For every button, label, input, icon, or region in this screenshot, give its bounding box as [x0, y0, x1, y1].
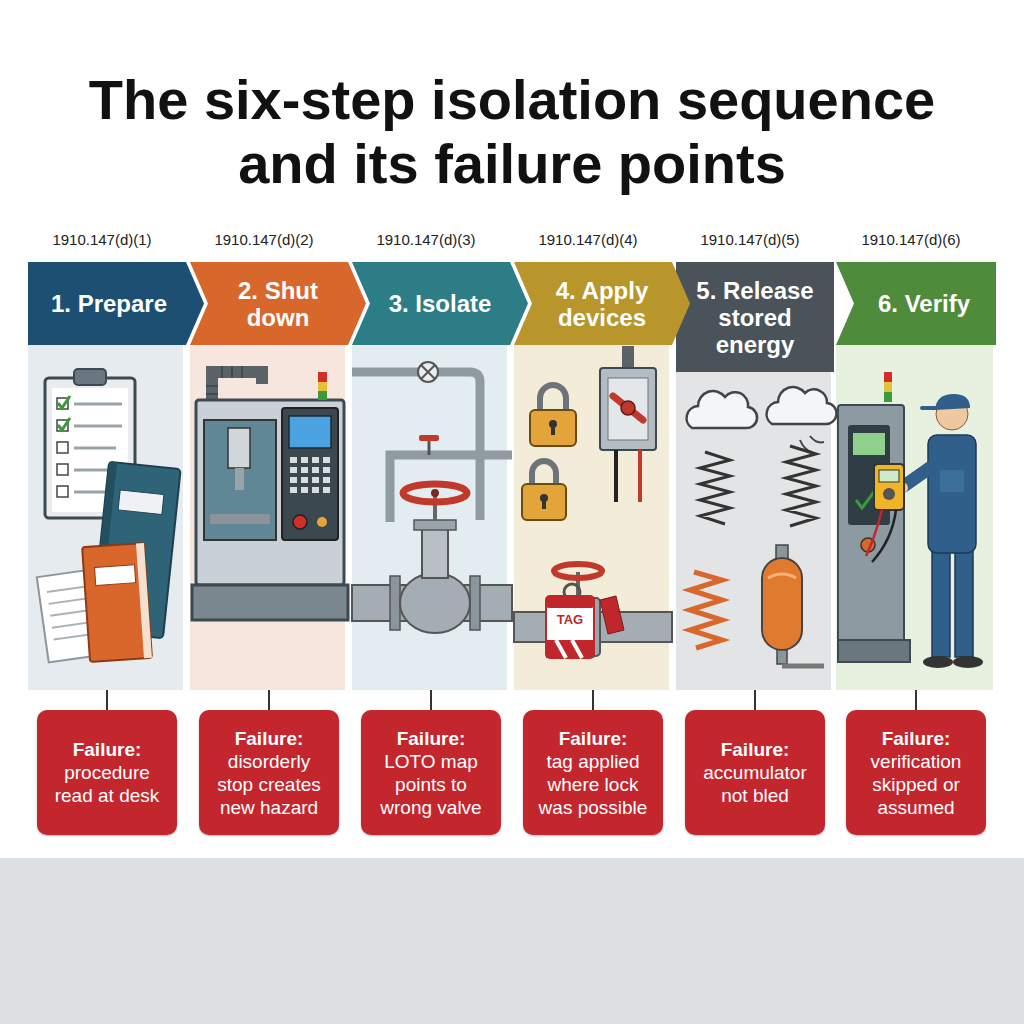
footer-band	[0, 858, 1024, 1024]
tag-label: TAG	[546, 612, 594, 627]
step-header: 4. Apply devices	[514, 262, 690, 345]
title-heading: The six-step isolation sequence and its …	[72, 68, 952, 196]
failure-text: tag applied where lock was possible	[534, 750, 652, 819]
step-column: 1. Prepare1910.147(d)(1)	[28, 262, 186, 690]
failure-text: LOTO map points to wrong valve	[372, 750, 490, 819]
leader-line	[915, 690, 917, 710]
regulation-reference: 1910.147(d)(4)	[504, 231, 672, 249]
step-title: 6. Verify	[878, 290, 970, 317]
failure-heading: Failure:	[73, 738, 142, 761]
leader-line	[430, 690, 432, 710]
step-title: 2. Shut down	[212, 277, 344, 331]
regulation-reference: 1910.147(d)(2)	[180, 231, 348, 249]
illustration-panel	[676, 372, 831, 690]
step-header: 5. Release stored energy	[676, 262, 834, 372]
illustration-panel	[28, 345, 183, 690]
step-title: 3. Isolate	[389, 290, 492, 317]
failure-heading: Failure:	[235, 727, 304, 750]
leader-line	[754, 690, 756, 710]
step-column: 5. Release stored energy1910.147(d)(5)	[676, 262, 834, 690]
failure-tag: Failure:tag applied where lock was possi…	[523, 710, 663, 835]
step-column: 2. Shut down1910.147(d)(2)	[190, 262, 348, 690]
step-title: 5. Release stored energy	[684, 277, 826, 358]
failure-tag: Failure:procedure read at desk	[37, 710, 177, 835]
leader-line	[268, 690, 270, 710]
regulation-reference: 1910.147(d)(3)	[342, 231, 510, 249]
leader-line	[592, 690, 594, 710]
failure-text: verification skipped or assumed	[857, 750, 975, 819]
failure-text: disorderly stop creates new hazard	[210, 750, 328, 819]
failure-heading: Failure:	[882, 727, 951, 750]
illustration-panel	[190, 345, 345, 690]
step-header: 3. Isolate	[352, 262, 528, 345]
step-column: 6. Verify1910.147(d)(6)	[836, 262, 996, 690]
step-header: 6. Verify	[836, 262, 996, 345]
regulation-reference: 1910.147(d)(5)	[666, 231, 834, 249]
illustration-panel	[836, 345, 993, 690]
leader-line	[106, 690, 108, 710]
failure-tag: Failure:LOTO map points to wrong valve	[361, 710, 501, 835]
illustration-panel	[352, 345, 507, 690]
failure-heading: Failure:	[559, 727, 628, 750]
failure-heading: Failure:	[721, 738, 790, 761]
failure-heading: Failure:	[397, 727, 466, 750]
step-title: 4. Apply devices	[536, 277, 668, 331]
regulation-reference: 1910.147(d)(6)	[826, 231, 996, 249]
step-header: 1. Prepare	[28, 262, 204, 345]
failure-tag: Failure:disorderly stop creates new haza…	[199, 710, 339, 835]
failure-tag: Failure:verification skipped or assumed	[846, 710, 986, 835]
step-title: 1. Prepare	[51, 290, 167, 317]
failure-text: accumulator not bled	[696, 761, 814, 807]
step-column: 4. Apply devices1910.147(d)(4)	[514, 262, 672, 690]
regulation-reference: 1910.147(d)(1)	[18, 231, 186, 249]
illustration-panel	[514, 345, 669, 690]
failure-text: procedure read at desk	[48, 761, 166, 807]
failure-tag: Failure:accumulator not bled	[685, 710, 825, 835]
step-header: 2. Shut down	[190, 262, 366, 345]
step-column: 3. Isolate1910.147(d)(3)	[352, 262, 510, 690]
